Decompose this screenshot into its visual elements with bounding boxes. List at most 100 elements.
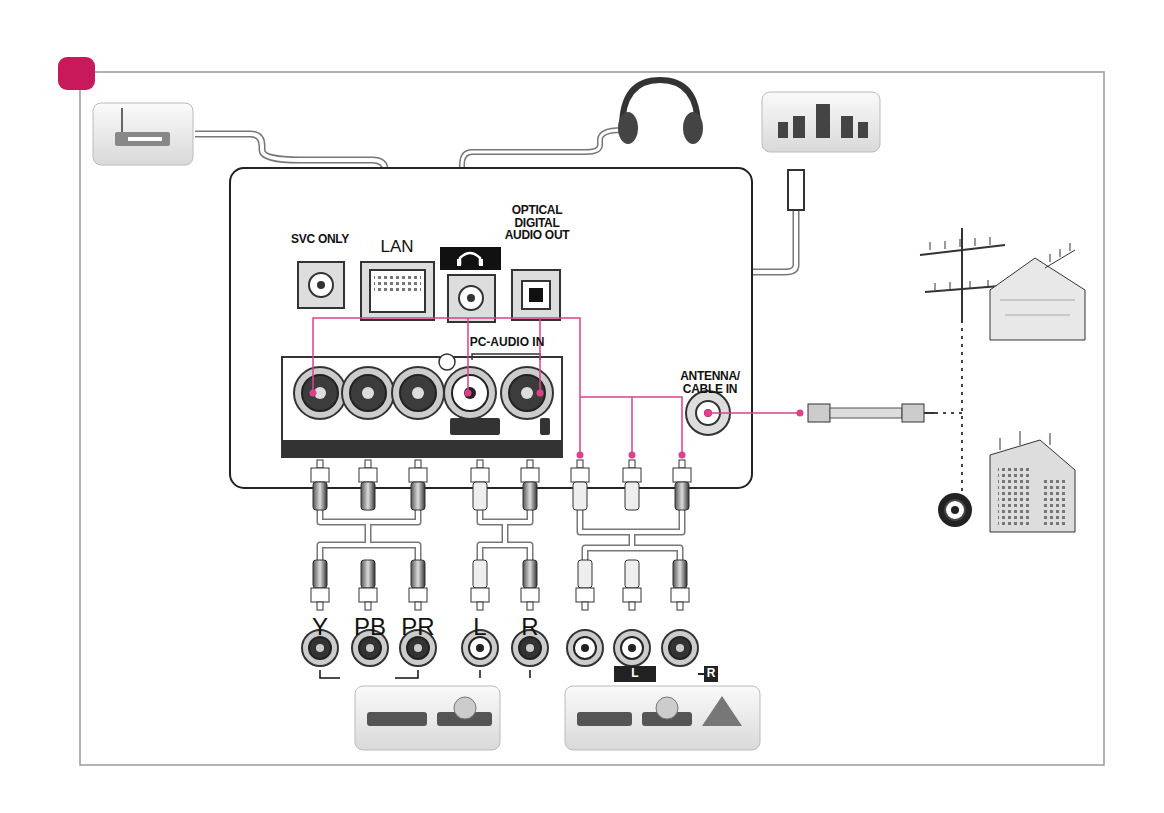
cable-outlet [938,493,972,527]
rca-plugs [527,460,533,468]
building [998,465,1032,527]
player-box-right [565,686,760,750]
headphones [618,112,638,144]
router [93,103,193,165]
jack-brackets [320,670,530,678]
rca-plugs [471,588,489,602]
svc-jack [298,262,344,308]
rca-plugs [409,588,427,602]
player-box-right [565,686,760,750]
rca-plugs [523,560,537,588]
rca-jacks [412,387,424,399]
port-name: OPTICAL DIGITAL AUDIO OUT [498,204,576,242]
rca-plugs [411,482,425,510]
pink-guides [313,318,800,455]
device-jacks [469,637,491,659]
av-cables [480,510,530,560]
rca-plugs [477,602,483,610]
building [1042,478,1068,528]
rca-plugs [359,588,377,602]
rca-plugs [625,482,639,510]
house-antenna [961,228,963,322]
rca-strip [282,354,562,457]
port-name: LAN [380,238,413,256]
port-name: PB [354,614,386,639]
optical-jack [512,270,560,320]
svc-jack [309,273,333,297]
av-cables [320,510,418,560]
rca-jacks [302,375,338,411]
device-jacks [407,637,429,659]
rca-plugs [527,602,533,610]
device-jacks [669,637,691,659]
port-name: Y [312,614,328,639]
rca-jacks [444,367,496,419]
svc-jack [298,262,344,308]
port-label: SVC ONLY [291,233,349,246]
port-name: SVC ONLY [291,233,349,246]
house-antenna [990,258,1085,340]
antenna-jack [704,409,712,417]
optical-jack [529,288,543,302]
rca-plugs [625,560,639,588]
cable-outlet [951,506,959,514]
guide-dots [679,452,686,459]
device-jacks [614,630,650,666]
guide-dots [537,390,544,397]
rca-plugs [415,460,421,468]
rca-plugs [673,468,691,482]
house-antenna [920,228,1085,340]
speaker-system [858,122,868,138]
player-box-left [355,686,500,750]
speaker-system [762,92,880,152]
lan-jack [370,270,425,312]
router [121,108,123,132]
r-dash [698,673,704,675]
av-cables [580,510,682,562]
port-label: R [521,614,538,639]
headphone-jack [440,247,501,322]
player-box-left [454,697,476,719]
speaker-system [841,116,853,138]
headphones [683,112,703,144]
lan-jack [361,262,434,320]
rca-strip [283,440,561,457]
rca-plugs [313,482,327,510]
rca-jacks [400,375,436,411]
step-badge [58,57,95,90]
port-label: L [473,614,486,639]
rca-plugs [471,468,489,482]
guide-dots [465,390,472,397]
speaker-system [778,122,788,138]
device-jacks [567,630,603,666]
av-cables [580,510,682,562]
rca-plugs [671,588,689,602]
rca-jacks [501,367,553,419]
rca-strip [450,418,500,435]
rca-plugs [673,560,687,588]
rca-plugs [573,482,587,510]
rca-plugs [629,460,635,468]
player-box-right [656,697,678,719]
router [115,132,170,146]
rca-strip [540,418,550,435]
rca-plugs [623,588,641,602]
building [990,440,1075,532]
rca-plugs [473,482,487,510]
rca-plugs [361,560,375,588]
guide-dots [629,452,636,459]
headphones [618,80,703,144]
coax-cable [924,412,935,414]
guide-dots [797,410,804,417]
r-badge [704,666,718,682]
headphone-jack [479,259,483,266]
rca-jacks [452,375,488,411]
rca-plugs [623,468,641,482]
rca-jacks [521,387,533,399]
rca-plugs [576,588,594,602]
channel-label: L [631,667,638,680]
rca-plugs [361,482,375,510]
tv-back-panel [230,168,752,488]
